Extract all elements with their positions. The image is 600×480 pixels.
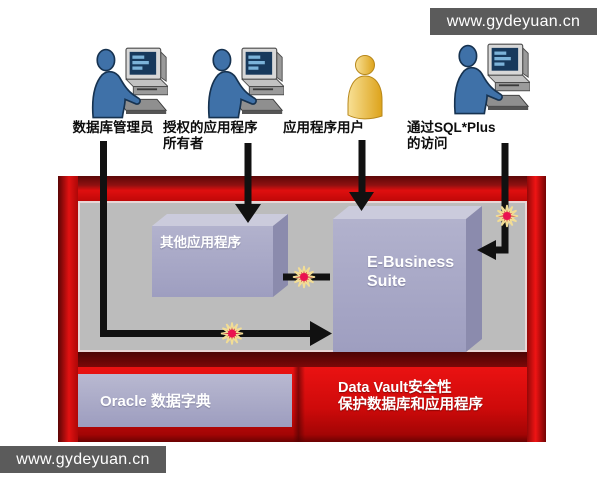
apps-box-label: 其他应用程序 (160, 235, 241, 250)
ebs-box (333, 219, 466, 352)
person-icon (344, 54, 388, 120)
computer-user-icon (200, 44, 284, 120)
ebs-box-label-line: E-Business (367, 254, 455, 271)
computer-user-icon (446, 40, 530, 116)
ebs-box-label: E-Business Suite (367, 253, 454, 291)
watermark-banner-bottom: www.gydeyuan.cn (0, 446, 166, 473)
apps-box-right-face (273, 214, 288, 297)
actor-label-line: 数据库管理员 (72, 120, 154, 135)
actor-label-sqlplus: 通过SQL*Plus 的访问 (407, 120, 507, 151)
data-vault-caption-line: 保护数据库和应用程序 (338, 396, 483, 413)
data-vault-caption: Data Vault安全性 保护数据库和应用程序 (338, 380, 483, 413)
actor-label-app-owner: 授权的应用程序 所有者 (163, 120, 273, 151)
computer-user-icon (84, 44, 168, 120)
oracle-dictionary-box: Oracle 数据字典 (72, 374, 292, 427)
actor-label-dba: 数据库管理员 (58, 120, 168, 136)
watermark-banner-top: www.gydeyuan.cn (430, 8, 597, 35)
actor-label-line: 所有者 (163, 135, 204, 151)
vault-wall-top (58, 176, 546, 201)
actor-label-line: 的访问 (407, 135, 448, 151)
ebs-box-right-face (466, 206, 482, 352)
data-vault-caption-line: Data Vault安全性 (338, 380, 452, 396)
apps-box-top-face (152, 214, 288, 226)
vault-wall-left (58, 176, 78, 442)
actor-label-line: 应用程序用户 (283, 120, 364, 135)
oracle-dictionary-label: Oracle 数据字典 (100, 393, 211, 410)
vault-band-divider (293, 367, 305, 442)
ebs-box-top-face (333, 206, 482, 219)
actor-label-line: 授权的应用程序 (163, 120, 258, 135)
vault-floor-edge (78, 352, 527, 367)
actor-label-line: 通过SQL*Plus (407, 120, 496, 135)
vault-wall-right (527, 176, 546, 442)
ebs-box-label-line: Suite (367, 273, 407, 290)
actor-label-app-user: 应用程序用户 (283, 120, 378, 136)
